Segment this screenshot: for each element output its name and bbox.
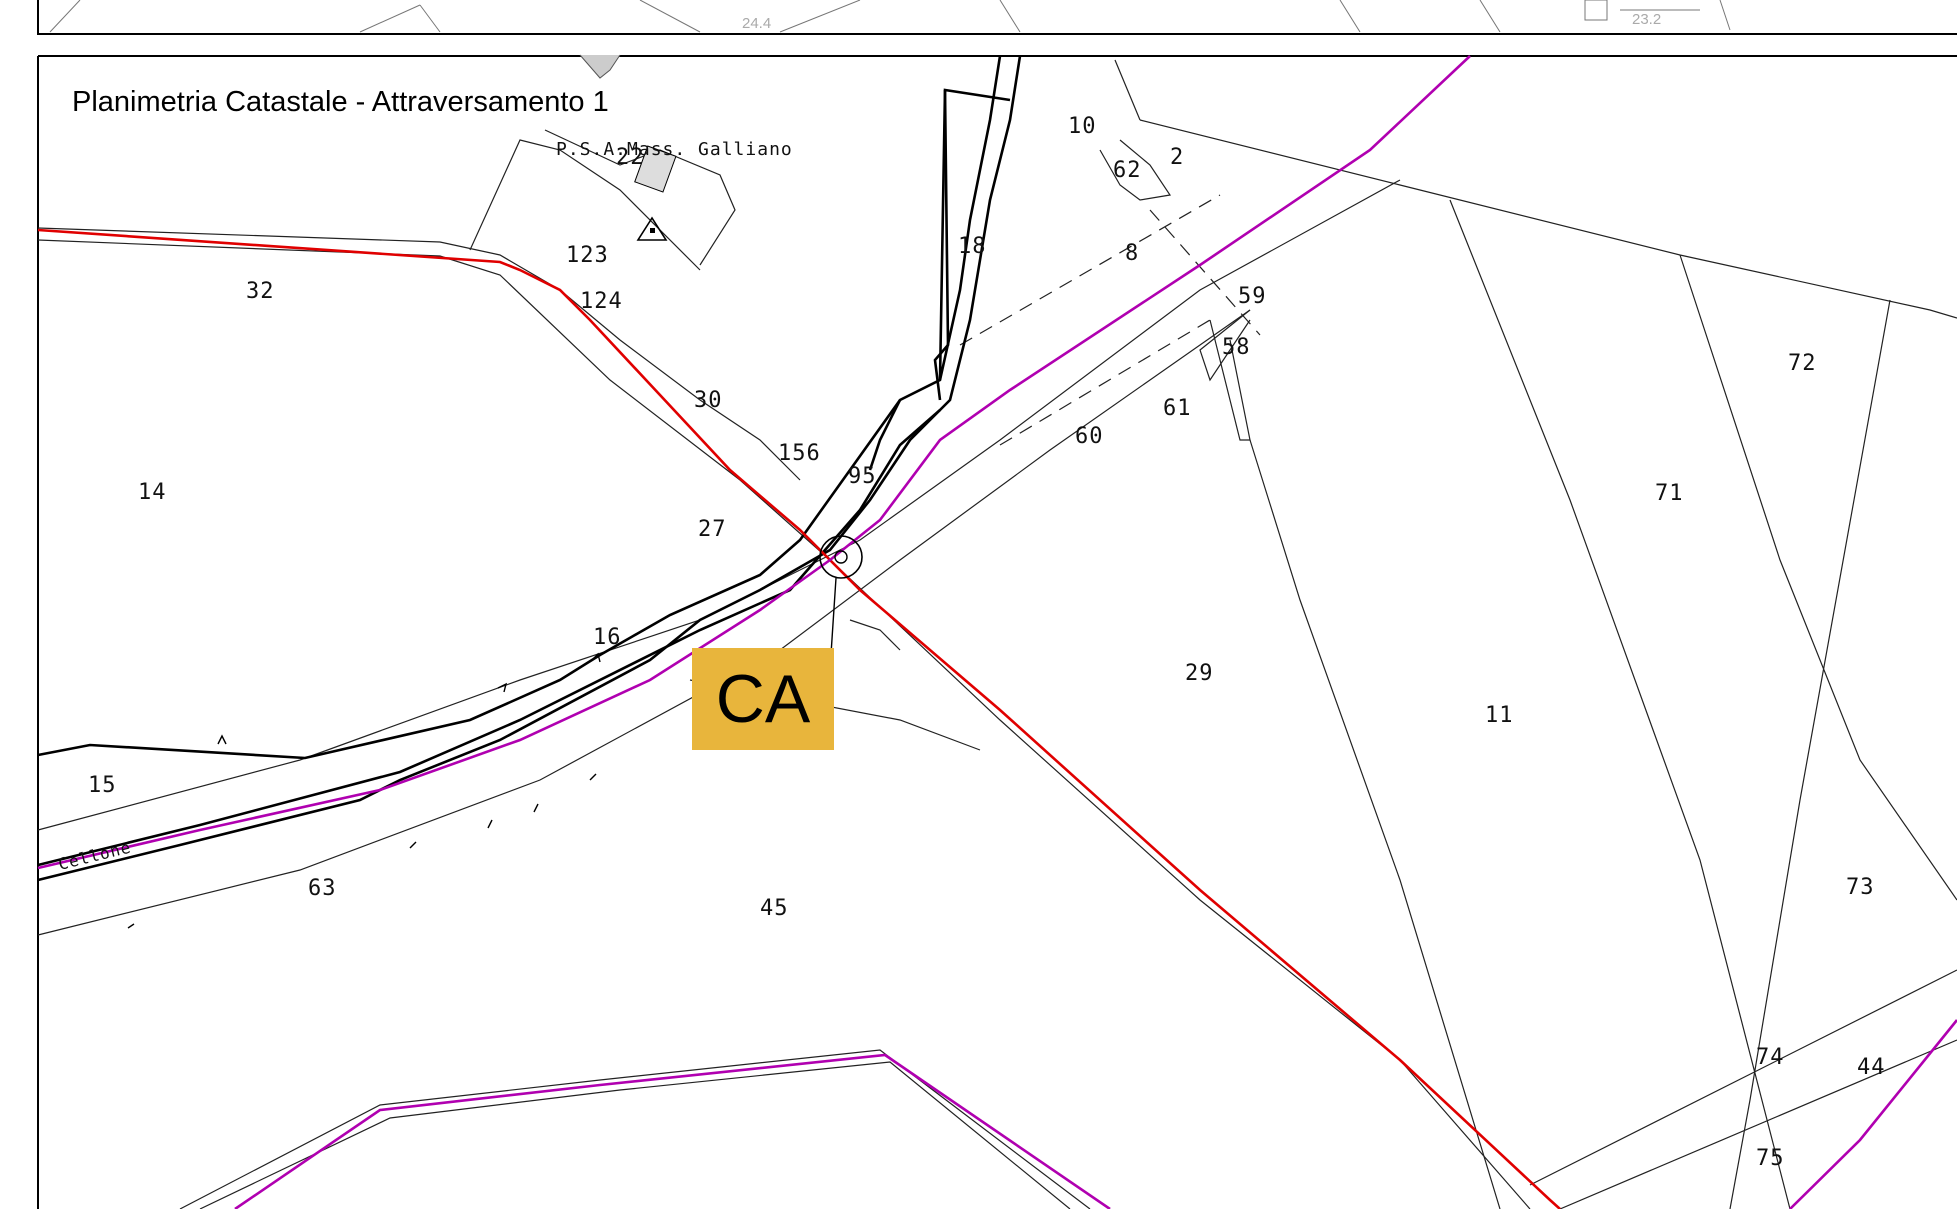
parcel-72: 72 [1788,351,1817,376]
parcel-29: 29 [1185,661,1214,686]
parcel-14: 14 [138,480,167,505]
farm-label: P.S.A.Mass. Galliano [556,139,793,160]
crossing-marker-circle [819,535,863,579]
parcel-30: 30 [694,388,723,413]
parcel-2: 2 [1170,145,1184,170]
road-label: Cellone [56,837,133,873]
crossing-marker-dot [834,550,848,564]
parcel-32: 32 [246,279,275,304]
parcel-15: 15 [88,773,117,798]
magenta-pipeline-lower [234,1053,1111,1209]
upper-panel-label-1: 24.4 [742,15,771,32]
parcel-71: 71 [1655,481,1684,506]
parcel-124: 124 [580,289,623,314]
parcel-61: 61 [1163,396,1192,421]
parcel-123: 123 [566,243,609,268]
parcel-59: 59 [1238,284,1267,309]
parcel-63: 63 [308,876,337,901]
upper-panel-lines [49,0,1731,33]
parcel-75: 75 [1756,1146,1785,1171]
farm-building-symbol [579,54,677,241]
parcel-10: 10 [1068,114,1097,139]
parcel-74: 74 [1756,1045,1785,1070]
parcel-60: 60 [1075,424,1104,449]
map-title: Planimetria Catastale - Attraversamento … [72,86,609,118]
parcel-labels: 10 62 2 123 32 124 18 8 59 58 72 61 30 6… [56,114,1886,1171]
red-route-line [37,228,1561,1209]
parcel-44: 44 [1857,1055,1886,1080]
parcel-8: 8 [1125,241,1139,266]
parcel-58: 58 [1222,335,1251,360]
parcel-95: 95 [848,464,877,489]
dashed-road [959,194,1261,446]
parcel-boundaries [37,59,1957,1209]
magenta-pipeline [37,55,1471,870]
parcel-22: 22 [616,145,645,170]
parcel-11: 11 [1485,703,1514,728]
parcel-62: 62 [1113,158,1142,183]
crossing-marker-badge: CA [692,648,834,750]
parcel-73: 73 [1846,875,1875,900]
magenta-pipeline-right [1789,1019,1957,1209]
parcel-18: 18 [958,234,987,259]
upper-panel-label-2: 23.2 [1632,11,1661,28]
upper-panel-frame [37,0,1957,35]
parcel-16: 16 [593,625,622,650]
parcel-45: 45 [760,896,789,921]
parcel-27: 27 [698,517,727,542]
parcel-156: 156 [778,441,821,466]
bank-ticks [127,652,601,929]
